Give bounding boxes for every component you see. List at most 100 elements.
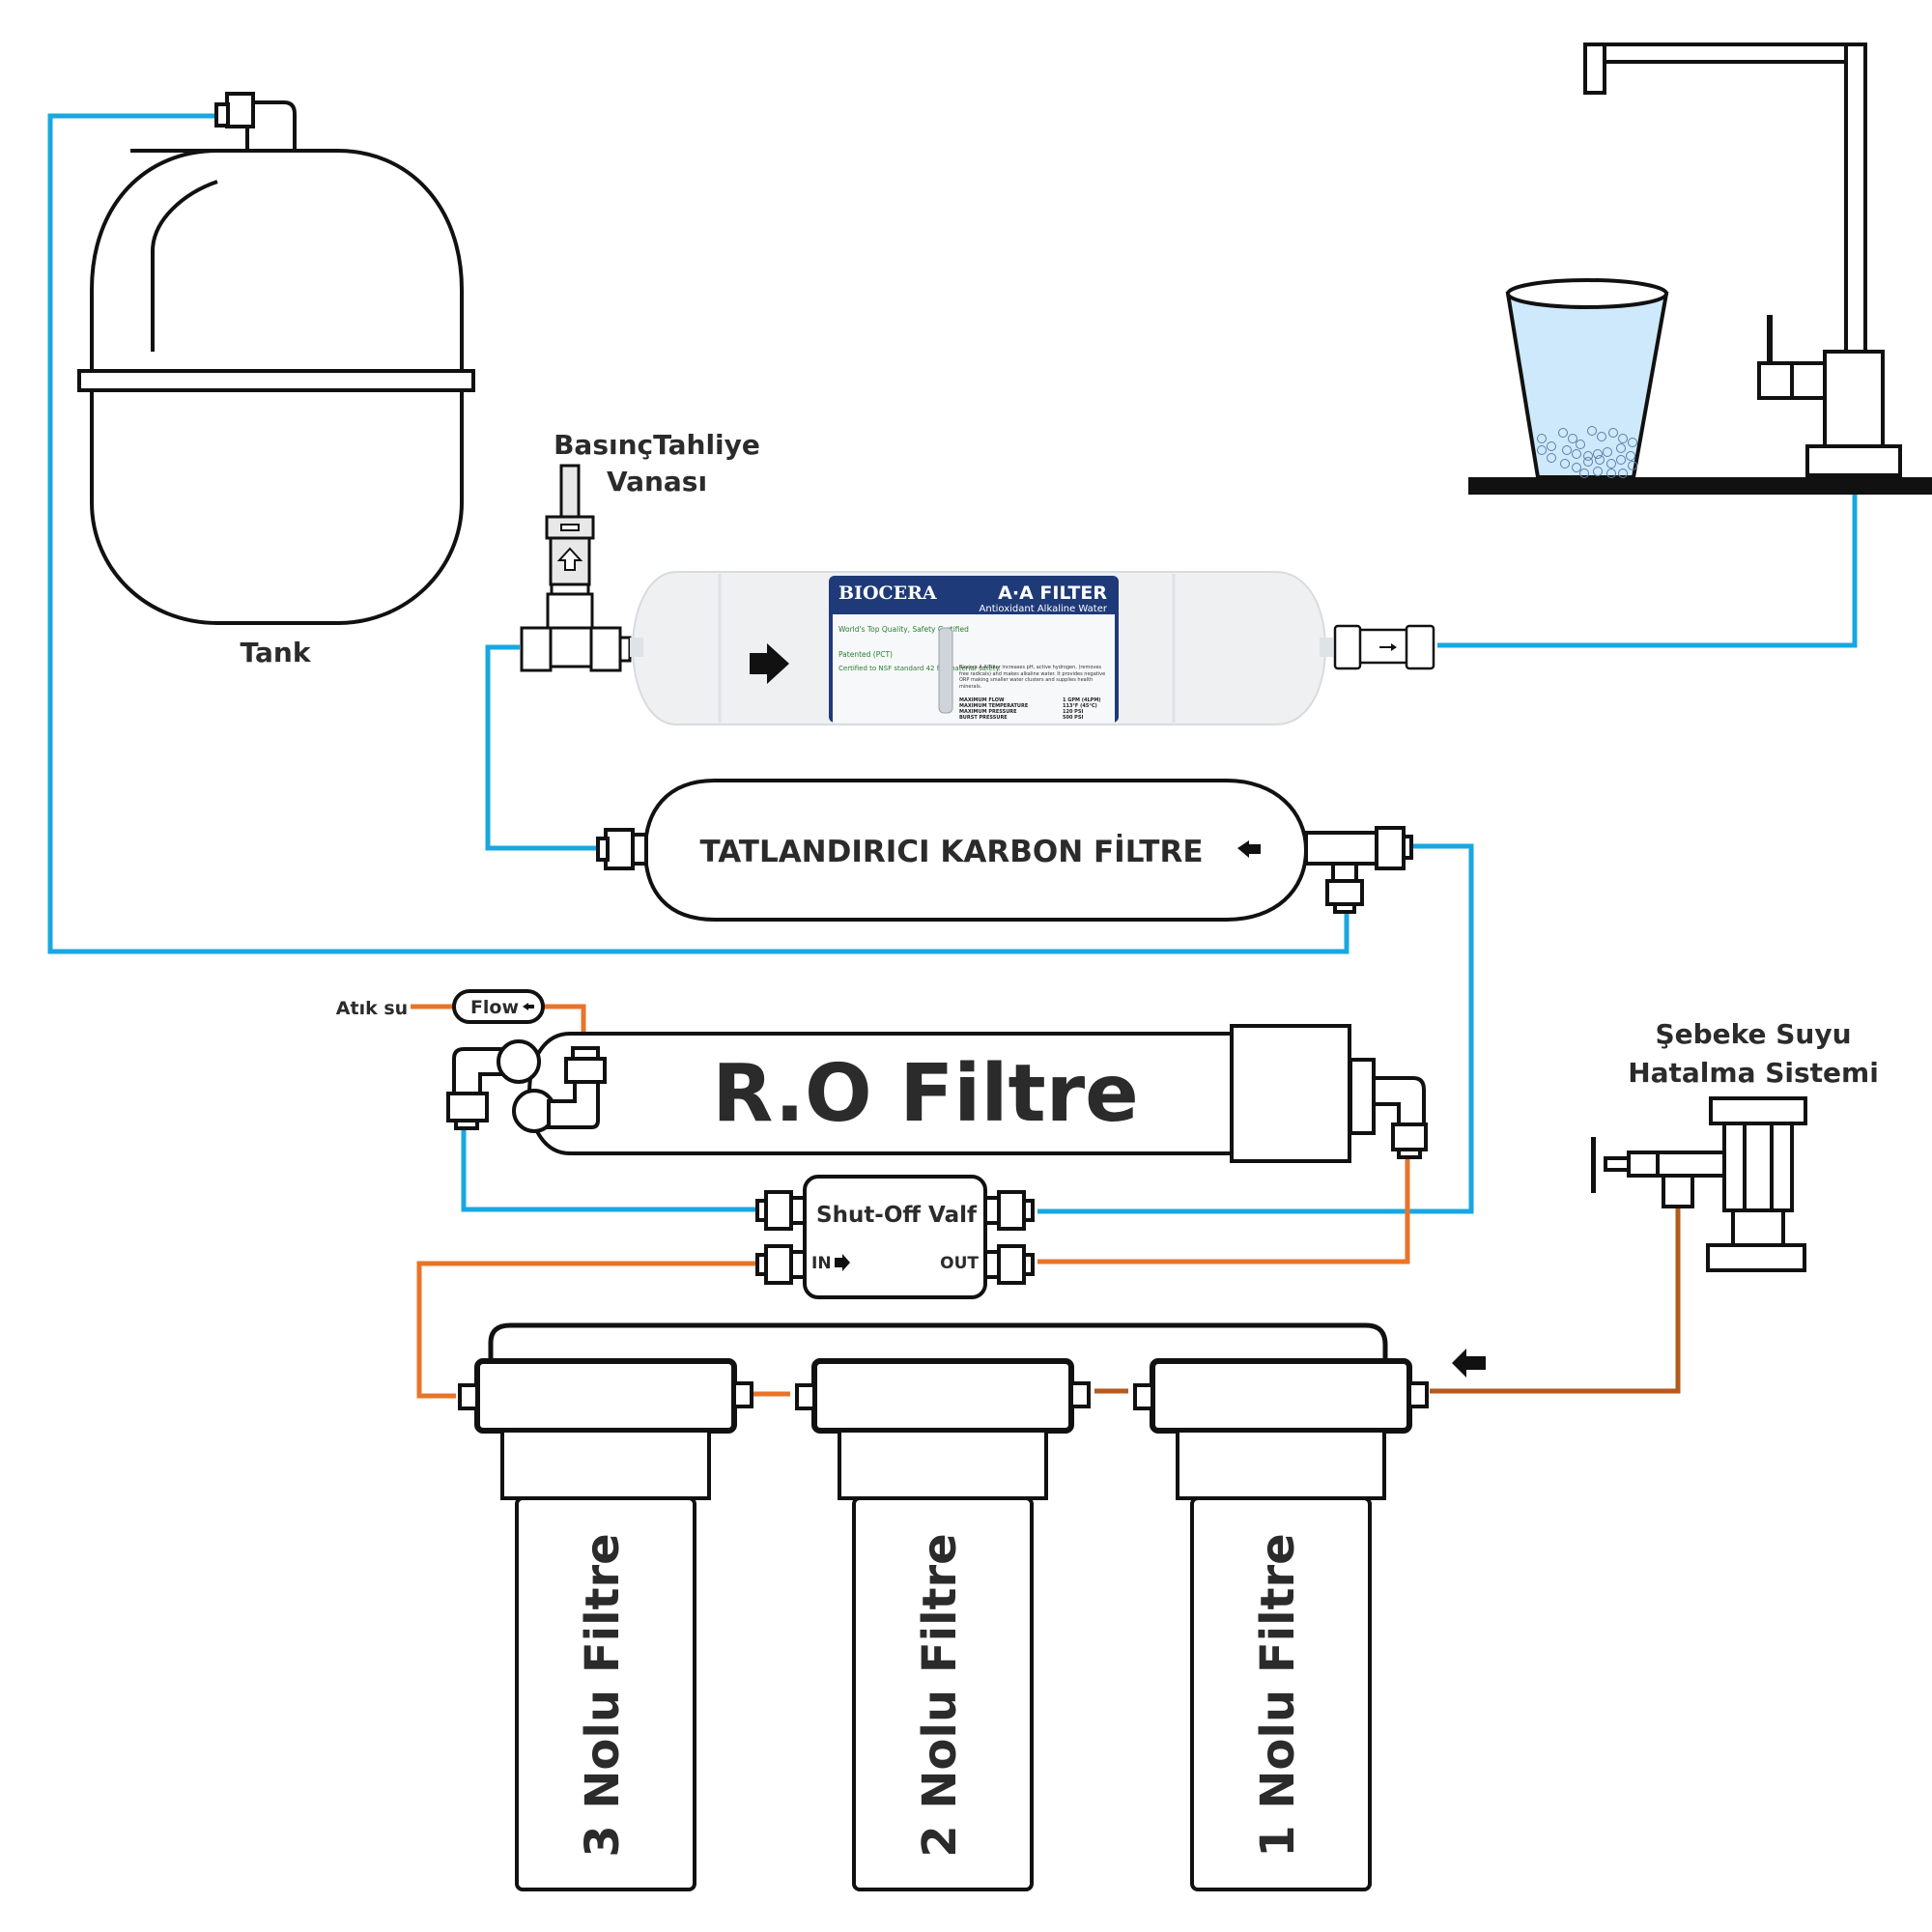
ro-filter-left-elbow [452, 1047, 504, 1097]
aa-filter-specs: MAXIMUM FLOW 1 GPM (4LPM) MAXIMUM TEMPER… [959, 697, 1101, 721]
faucet-handle-cap [1757, 361, 1794, 400]
aa-filter-spec-name: MAXIMUM PRESSURE [959, 709, 1017, 715]
tank-label: Tank [241, 637, 312, 668]
shutoff-valve-out-label: OUT [940, 1254, 979, 1273]
pipes [47, 113, 1858, 1399]
faucet-handle-base [1790, 361, 1827, 400]
tank-fitting-nut [225, 92, 255, 128]
faucet-spout-top [1583, 43, 1867, 64]
pipe-aa-to-carbon [485, 644, 599, 851]
aa-filter-spec-value: 500 PSI [1063, 715, 1083, 721]
water-glass [1505, 278, 1669, 479]
faucet[interactable] [1583, 43, 1902, 477]
bubble [1606, 469, 1616, 478]
flow-restrictor[interactable]: Flow [452, 989, 545, 1024]
aa-filter-flow-arrow-icon [750, 643, 789, 684]
filter-label: 2 Nolu Filtre [913, 1533, 967, 1857]
bubble [1608, 428, 1618, 438]
shutoff-top-right-collar [983, 1196, 1001, 1225]
bubble [1572, 463, 1581, 472]
pipe-shutoff-out-to-ro [1037, 1155, 1410, 1264]
carbon-filter[interactable]: TATLANDIRICI KARBON FİLTRE [596, 779, 1413, 922]
filter-collar [838, 1429, 1048, 1500]
ro-filter-left-nut [446, 1092, 489, 1122]
carbon-filter-inlet-tip [596, 837, 610, 862]
mains-valve-outlet [1662, 1174, 1694, 1208]
aa-filter-bullet-3: Certified to NSF standard 42 for materia… [838, 665, 1001, 672]
bubble [1579, 469, 1589, 478]
ro-filter-waste-tip [571, 1046, 600, 1061]
mains-water-valve[interactable]: Şebeke Suyu Hatalma Sistemi [1591, 1018, 1879, 1272]
pressure-relief-valve-label-line1: BasınçTahliye [554, 429, 760, 461]
flow-restrictor-label: Flow [470, 997, 519, 1018]
aa-filter-brand: BIOCERA [838, 582, 937, 604]
faucet-handle-lever[interactable] [1767, 315, 1773, 361]
faucet-base [1805, 444, 1902, 477]
carbon-filter-tee-down-nut [1325, 879, 1364, 906]
filter-housing[interactable]: 2 Nolu Filtre [795, 1358, 1091, 1891]
shutoff-top-left-nut [764, 1190, 793, 1231]
filter-bank: 3 Nolu Filtre 2 Nolu Filtre 1 Nolu Filtre [458, 1322, 1486, 1891]
mains-valve-body [1722, 1122, 1794, 1212]
mains-label-line1: Şebeke Suyu [1655, 1018, 1851, 1050]
flow-restrictor-arrow-icon [523, 1003, 534, 1010]
ro-filter-outlet-elbow [1372, 1076, 1426, 1128]
bubble [1587, 426, 1597, 436]
glass-bubbles [1537, 426, 1637, 478]
shutoff-valve[interactable]: Shut-Off Valf IN OUT [755, 1175, 1035, 1299]
pressure-relief-valve-label-line2: Vanası [607, 466, 707, 497]
mains-valve-handle-stem [1604, 1156, 1631, 1172]
tank[interactable]: Tank [77, 92, 475, 668]
ro-filter[interactable]: Atık su Flow R.O Filtre [336, 989, 1428, 1163]
mains-label-line2: Hatalma Sistemi [1628, 1057, 1879, 1089]
mains-valve-handle[interactable] [1591, 1137, 1596, 1193]
bubble [1628, 461, 1637, 470]
bubble [1618, 434, 1628, 443]
aa-filter-spec-name: MAXIMUM FLOW [959, 697, 1005, 703]
biocera-aa-filter[interactable]: BIOCERA A·A FILTER Antioxidant Alkaline … [630, 571, 1435, 725]
aa-filter-spec-value: 113°F (45°C) [1063, 703, 1097, 709]
filter-inlet-port [1133, 1383, 1154, 1410]
filter-inlet-port [795, 1383, 816, 1410]
ro-filter-outlet-collar [1349, 1058, 1376, 1135]
filter-collar [500, 1429, 711, 1500]
glass-rim [1506, 278, 1668, 309]
tank-fitting-tip [214, 102, 230, 128]
pipe-mains-to-filter1 [1430, 1208, 1681, 1394]
bubble [1576, 440, 1585, 449]
filter-outlet-port [732, 1381, 753, 1408]
flow-direction-arrow-icon [1452, 1349, 1486, 1378]
valve-tee-upper [546, 592, 594, 630]
filter-housing[interactable]: 3 Nolu Filtre [458, 1358, 753, 1891]
check-valve-right-nut [1405, 624, 1435, 670]
valve-tee-right-tip [618, 636, 632, 663]
ro-filter-valve-upper [497, 1039, 541, 1084]
pipe-carbon-to-shutoff [1037, 843, 1474, 1214]
pressure-relief-valve[interactable]: BasınçTahliye Vanası [520, 429, 760, 672]
carbon-filter-label: TATLANDIRICI KARBON FİLTRE [699, 835, 1203, 869]
filter-housing[interactable]: 1 Nolu Filtre [1133, 1358, 1429, 1891]
bubble [1626, 451, 1635, 461]
shutoff-valve-in-label: IN [811, 1254, 832, 1273]
shutoff-top-right-nut [997, 1190, 1026, 1231]
ro-filter-outlet-tip [1397, 1148, 1422, 1159]
bubble [1572, 449, 1581, 459]
carbon-filter-inlet-nut [604, 828, 635, 870]
bubble [1595, 455, 1605, 465]
filter-canister [515, 1496, 696, 1891]
pipe-shutoff-to-ro [461, 1128, 757, 1212]
filter-collar [1176, 1429, 1386, 1500]
shutoff-valve-body [803, 1175, 987, 1299]
shutoff-bottom-left-tip [755, 1253, 768, 1276]
tank-band [77, 369, 475, 392]
bubble [1560, 459, 1570, 469]
check-valve-arrow-icon [1379, 643, 1397, 651]
filter-label: 3 Nolu Filtre [576, 1533, 630, 1857]
shutoff-top-left-collar [789, 1196, 807, 1225]
shutoff-valve-label: Shut-Off Valf [816, 1203, 978, 1228]
valve-tee-left-nut [520, 626, 553, 672]
ro-filter-label: R.O Filtre [712, 1048, 1139, 1140]
aa-filter-product-photo [938, 627, 953, 714]
carbon-filter-tee-right-tip [1402, 835, 1413, 860]
bubble [1583, 457, 1593, 467]
